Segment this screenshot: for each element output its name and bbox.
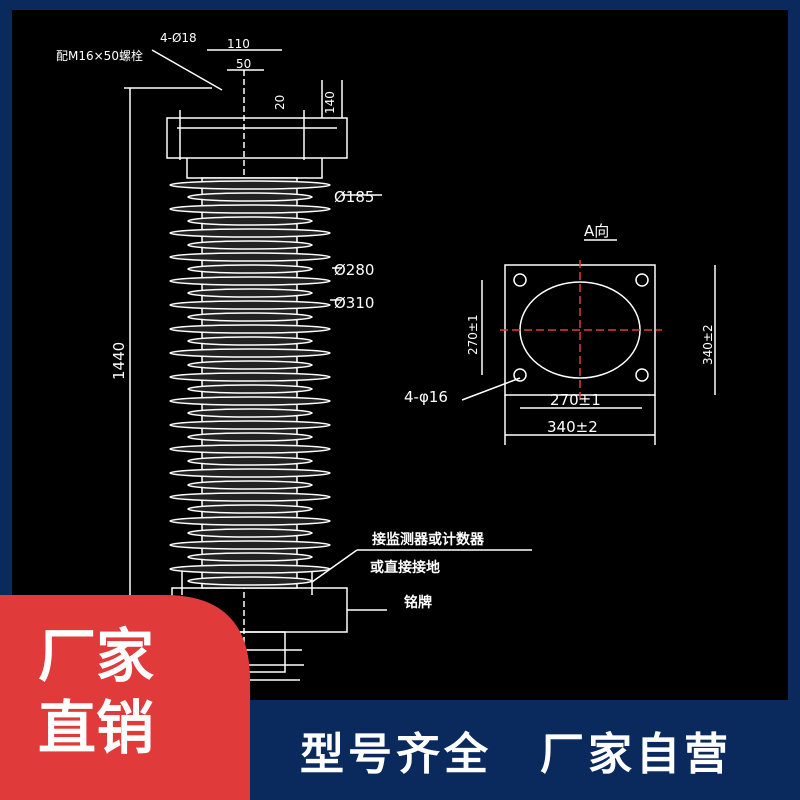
insulator-shed [187, 192, 313, 202]
insulator-shed [169, 348, 331, 358]
insulator-shed [187, 576, 313, 586]
bolt-spec-label-2: 配M16×50螺栓 [56, 48, 143, 63]
insulator-core [201, 177, 298, 589]
insulator-shed [169, 492, 331, 502]
view-a-label: A向 [584, 222, 609, 240]
top-flange [166, 117, 348, 159]
technical-drawing: 4-Ø18 配M16×50螺栓 110 50 20 140 1440 Ø185 … [12, 10, 788, 700]
insulator-shed [187, 384, 313, 394]
insulator-shed [187, 264, 313, 274]
insulator-shed [187, 432, 313, 442]
diameter-310-label: Ø310 [334, 294, 374, 312]
bolt-spec-label: 4-Ø18 [160, 31, 197, 45]
insulator-shed [187, 336, 313, 346]
ground-note: 或直接接地 [370, 559, 440, 576]
dim-140-label: 140 [323, 91, 337, 114]
insulator-shed [187, 288, 313, 298]
insulator-sheds [169, 177, 331, 589]
insulator-shed [187, 408, 313, 418]
insulator-shed [187, 360, 313, 370]
insulator-shed [169, 444, 331, 454]
badge-text: 厂家 直销 [38, 620, 154, 764]
insulator-shed [187, 504, 313, 514]
insulator-shed [169, 276, 331, 286]
nameplate-note: 铭牌 [404, 594, 432, 611]
dim-110-label: 110 [227, 37, 250, 51]
plate-width-horizontal: 340±2 [547, 418, 598, 436]
insulator-shed [169, 420, 331, 430]
slogan-left: 型号齐全 [300, 729, 492, 780]
diameter-185-label: Ø185 [334, 188, 374, 206]
slogan-right: 厂家自营 [540, 729, 732, 780]
promo-badge [0, 595, 250, 800]
plate-hole-spacing-horizontal: 270±1 [550, 391, 601, 409]
badge-line-1: 厂家 [38, 622, 155, 690]
insulator-shed [187, 456, 313, 466]
insulator-shed [187, 312, 313, 322]
plate-width-vertical: 340±2 [701, 324, 715, 365]
insulator-shed [169, 396, 331, 406]
insulator-shed [169, 204, 331, 214]
height-label: 1440 [110, 342, 128, 380]
plate-hole-spacing-vertical: 270±1 [466, 314, 480, 355]
insulator-shed [169, 300, 331, 310]
insulator-shed [187, 528, 313, 538]
insulator-shed [187, 552, 313, 562]
insulator-shed [187, 480, 313, 490]
insulator-shed [169, 564, 331, 574]
insulator-shed [187, 240, 313, 250]
diameter-280-label: Ø280 [334, 261, 374, 279]
dim-50-label: 50 [236, 57, 251, 71]
insulator-shed [169, 468, 331, 478]
dim-20-label: 20 [273, 95, 287, 110]
insulator-shed [169, 180, 331, 190]
counter-note: 接监测器或计数器 [372, 531, 485, 548]
plate-holes-label: 4-φ16 [404, 388, 448, 406]
insulator-shed [169, 324, 331, 334]
insulator-shed [169, 516, 331, 526]
insulator-shed [169, 540, 331, 550]
badge-line-2: 直销 [38, 694, 155, 762]
insulator-shed [187, 216, 313, 226]
insulator-shed [169, 252, 331, 262]
insulator-shed [169, 372, 331, 382]
insulator-shed [169, 228, 331, 238]
slogan-bar: 型号齐全 厂家自营 [260, 700, 800, 800]
